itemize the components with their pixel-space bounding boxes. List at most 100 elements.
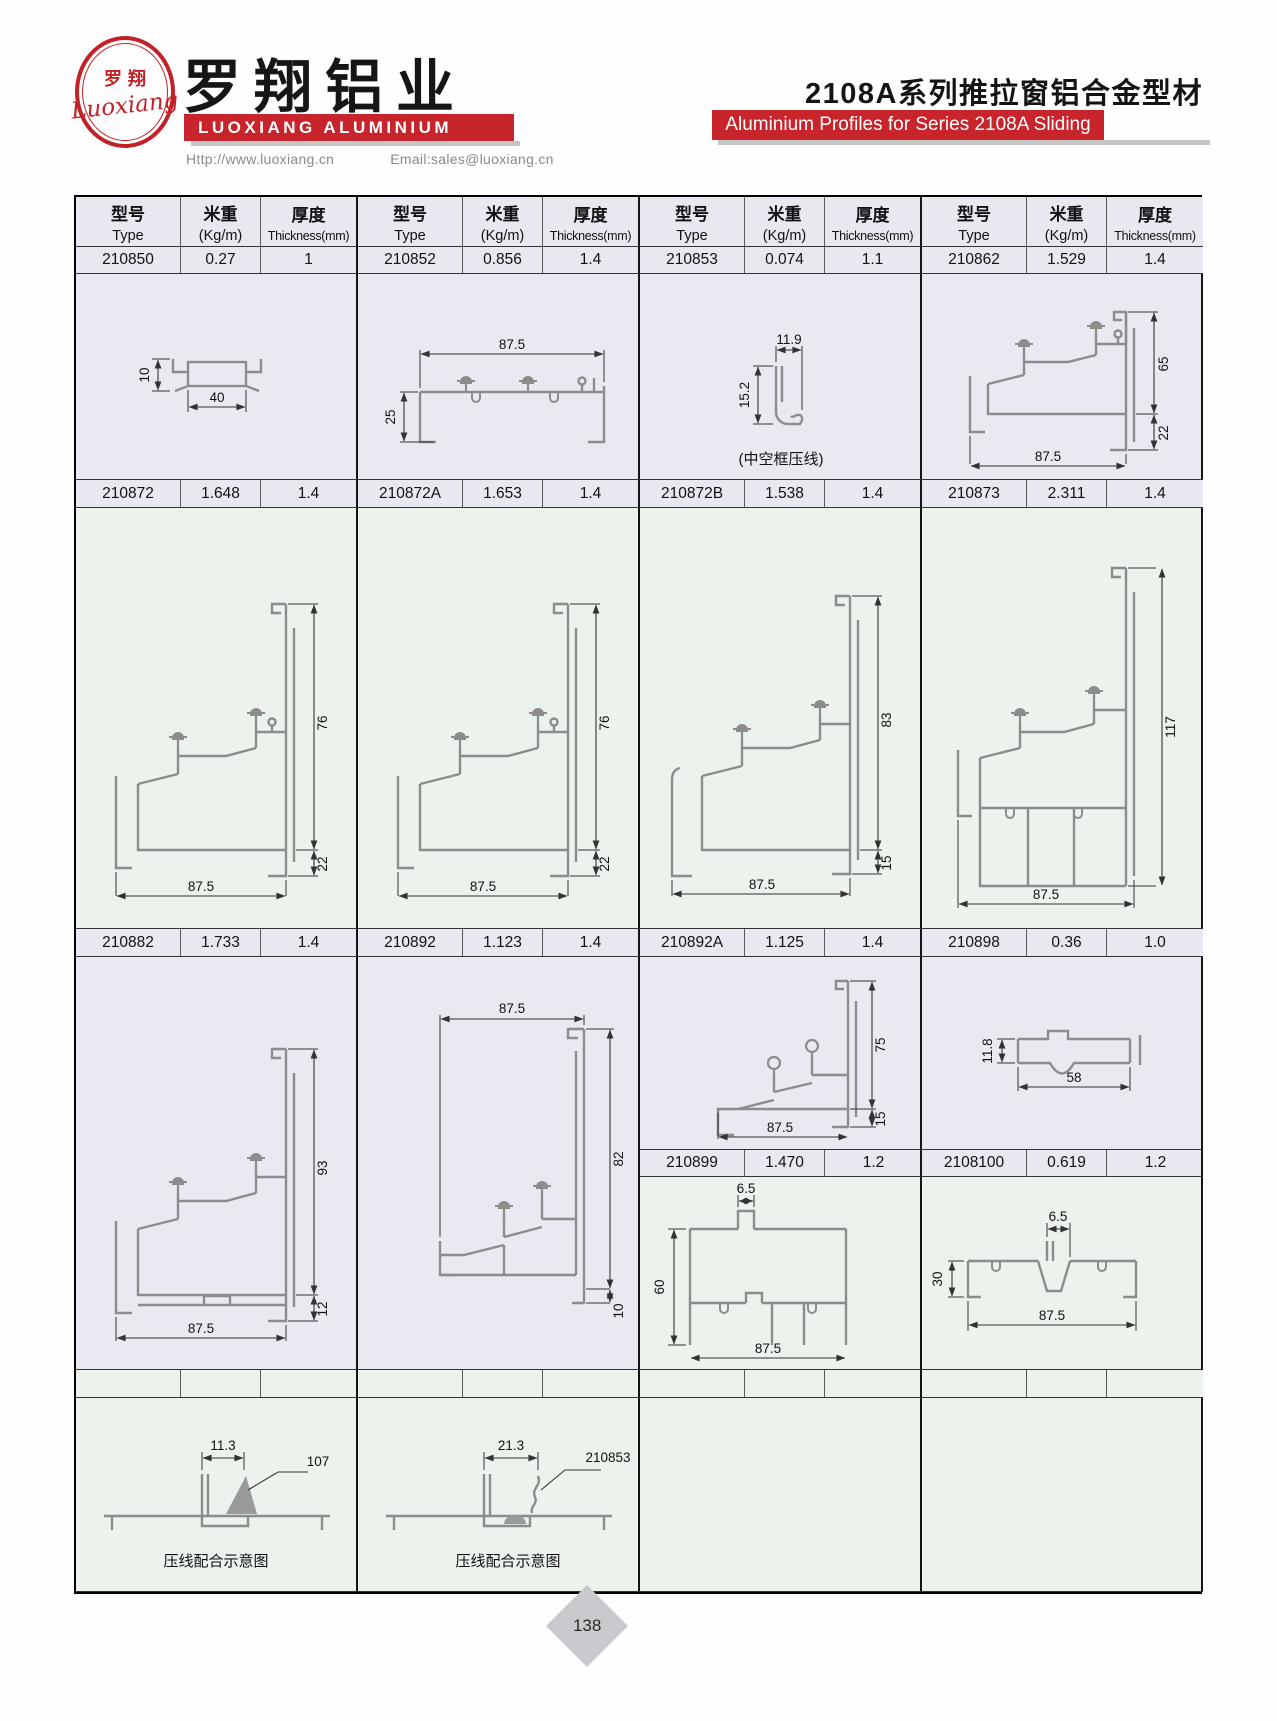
- dimension-label: 22: [315, 856, 330, 871]
- thickness-value: 1.2: [825, 1149, 920, 1178]
- thickness-value: 1.1: [825, 247, 922, 274]
- profile-drawing-2108100: 6.5 30 87.5: [930, 1209, 1138, 1332]
- assembly-row: 107 11.3 压线配合示意图 210853 21.3 压线配合示意图: [76, 1398, 1203, 1592]
- dimension-label: 83: [879, 712, 894, 727]
- spec-row-1: 210850 0.27 1 210852 0.856 1.4 210853 0.…: [76, 247, 1203, 274]
- dimension-label: 21.3: [498, 1438, 524, 1453]
- dimension-label: 87.5: [188, 1321, 214, 1336]
- drawing-row-3: 93 12 87.5: [76, 957, 1203, 1370]
- type-value: 210898: [922, 929, 1027, 957]
- company-bar-shadow: [191, 141, 520, 146]
- weight-value: 0.856: [463, 247, 543, 274]
- thickness-value: 1.0: [1107, 929, 1203, 957]
- type-value: 210853: [640, 247, 745, 274]
- group4-sub-column: 11.8 58 2108100 0.619 1.2: [922, 957, 1203, 1370]
- thickness-value: 1.4: [543, 480, 640, 508]
- weight-value: 0.27: [181, 247, 261, 274]
- assembly-diagram-1: 107 11.3 压线配合示意图: [76, 1398, 358, 1592]
- dimension-label: 22: [1156, 425, 1171, 440]
- empty-cell: [76, 1370, 181, 1398]
- company-name-en-bar: LUOXIANG ALUMINIUM: [184, 114, 514, 141]
- drawing-210872: 76 22 87.5: [76, 508, 358, 929]
- weight-value: 0.074: [745, 247, 825, 274]
- profile-drawing-210852: 87.5 25: [383, 337, 606, 444]
- drawing-210862: 65 22 87.5: [922, 274, 1203, 480]
- profile-drawing-210899: 6.5 60 87.5: [652, 1181, 848, 1362]
- dimension-label: 30: [930, 1272, 945, 1287]
- dimension-label: 87.5: [499, 337, 525, 352]
- empty-cell: [543, 1370, 640, 1398]
- type-value: 210862: [922, 247, 1027, 274]
- dimension-label: 76: [597, 715, 612, 730]
- series-title-en-bar: Aluminium Profiles for Series 2108A Slid…: [712, 110, 1104, 165]
- dimension-label: 75: [873, 1037, 888, 1052]
- drawing-caption: (中空框压线): [739, 451, 824, 468]
- drawing-210853: 11.9 15.2 (中空框压线): [640, 274, 922, 480]
- profile-drawing-210882: 93 12 87.5: [114, 1047, 330, 1342]
- drawing-2108100: 6.5 30 87.5: [922, 1177, 1201, 1369]
- dimension-label: 87.5: [499, 1001, 525, 1016]
- dimension-label: 58: [1066, 1070, 1081, 1085]
- type-value: 210873: [922, 480, 1027, 508]
- dimension-label: 117: [1163, 716, 1178, 738]
- dimension-label: 60: [652, 1280, 667, 1295]
- dimension-label: 6.5: [737, 1181, 756, 1196]
- profile-drawing-210862: 65 22 87.5: [968, 310, 1171, 470]
- assembly-drawing-107: 107 11.3 压线配合示意图: [104, 1438, 330, 1570]
- thickness-value: 1.4: [1107, 480, 1203, 508]
- dimension-label: 87.5: [1039, 1308, 1065, 1323]
- drawing-210892A: 75 15 87.5: [640, 957, 920, 1150]
- drawing-210850: 10 40: [76, 274, 358, 480]
- thickness-value: 1.4: [261, 480, 358, 508]
- drawing-210898: 11.8 58: [922, 957, 1201, 1150]
- empty-cell: [358, 1370, 463, 1398]
- website-text: Http://www.luoxiang.cn: [186, 151, 335, 167]
- weight-value: 2.311: [1027, 480, 1107, 508]
- logo-cn-text: 罗翔: [104, 69, 152, 89]
- dimension-label: 87.5: [470, 879, 496, 894]
- spec-row-4a: 210899 1.470 1.2: [640, 1149, 920, 1178]
- assembly-drawing-210853: 210853 21.3 压线配合示意图: [386, 1438, 631, 1570]
- page-number: 138: [572, 1616, 602, 1635]
- type-value: 210872A: [358, 480, 463, 508]
- type-value: 210872: [76, 480, 181, 508]
- weight-value: 1.125: [745, 929, 825, 957]
- dimension-label: 11.8: [980, 1038, 995, 1063]
- profile-drawing-210892A: 75 15 87.5: [716, 979, 888, 1141]
- spec-row-3: 210882 1.733 1.4 210892 1.123 1.4 210892…: [76, 929, 1203, 957]
- profile-drawing-210872A: 76 22 87.5: [396, 602, 612, 900]
- profile-drawing-210853: 11.9 15.2 (中空框压线): [737, 332, 824, 468]
- dimension-label: 87.5: [755, 1341, 781, 1356]
- dimension-label: 22: [597, 856, 612, 871]
- dimension-label: 40: [209, 390, 224, 405]
- drawing-210899: 6.5 60 87.5: [640, 1177, 920, 1369]
- type-value: 210892: [358, 929, 463, 957]
- dimension-label: 82: [611, 1151, 626, 1166]
- dimension-label: 87.5: [1033, 887, 1059, 902]
- dimension-label: 12: [315, 1301, 330, 1316]
- callout-label: 107: [307, 1454, 330, 1469]
- type-value: 210882: [76, 929, 181, 957]
- company-name-cn: 罗翔铝业: [183, 55, 468, 120]
- thickness-value: 1.4: [825, 929, 922, 957]
- type-value: 210872B: [640, 480, 745, 508]
- assembly-empty-cell: [922, 1398, 1203, 1592]
- dimension-label: 11.9: [776, 332, 801, 347]
- weight-value: 1.123: [463, 929, 543, 957]
- assembly-diagram-2: 210853 21.3 压线配合示意图: [358, 1398, 640, 1592]
- callout-label: 210853: [585, 1450, 630, 1465]
- dimension-label: 11.3: [210, 1438, 235, 1453]
- empty-cell: [1027, 1370, 1107, 1398]
- profile-drawing-210872: 76 22 87.5: [114, 602, 330, 900]
- col-header-weight: 米重(Kg/m): [745, 197, 825, 247]
- diagram-caption: 压线配合示意图: [455, 1552, 560, 1570]
- dimension-label: 15: [879, 855, 894, 870]
